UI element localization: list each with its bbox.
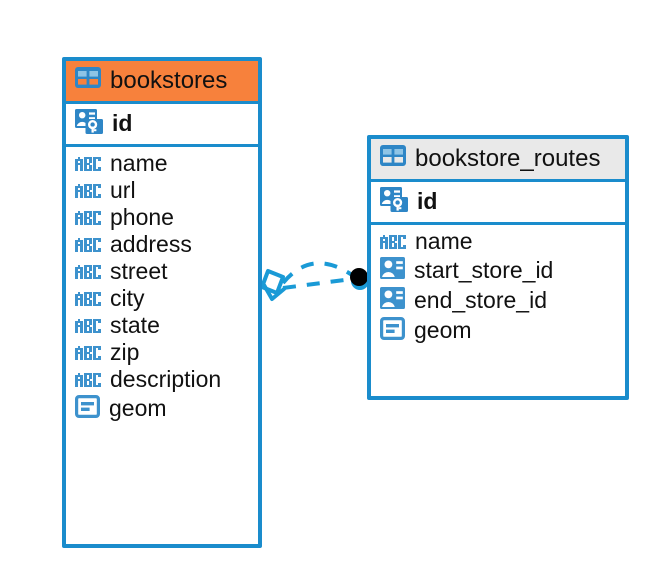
table-icon bbox=[75, 67, 101, 95]
field-label: address bbox=[110, 231, 192, 257]
text-type-icon bbox=[75, 209, 101, 227]
field-row-name[interactable]: name bbox=[371, 228, 625, 255]
field-row-primary-key[interactable]: id bbox=[371, 182, 625, 222]
field-label: name bbox=[110, 150, 168, 176]
field-row-description[interactable]: description bbox=[66, 366, 258, 393]
field-label: geom bbox=[109, 395, 167, 421]
geometry-type-icon bbox=[75, 395, 100, 422]
text-type-icon bbox=[75, 236, 101, 254]
primary-key-icon bbox=[75, 109, 103, 138]
field-label: end_store_id bbox=[414, 286, 547, 313]
field-row-geom[interactable]: geom bbox=[371, 315, 625, 346]
primary-key-icon bbox=[380, 187, 408, 216]
field-row-url[interactable]: url bbox=[66, 177, 258, 204]
text-type-icon bbox=[75, 371, 101, 389]
primary-key-divider bbox=[66, 144, 258, 147]
entity-header-bookstore-routes[interactable]: bookstore_routes bbox=[371, 139, 625, 179]
field-row-name[interactable]: name bbox=[66, 150, 258, 177]
field-label: name bbox=[415, 228, 473, 254]
entity-bookstore-routes[interactable]: bookstore_routes id bbox=[367, 135, 629, 400]
field-row-end-store-id[interactable]: end_store_id bbox=[371, 285, 625, 315]
entity-bookstores[interactable]: bookstores id bbox=[62, 57, 262, 548]
field-row-start-store-id[interactable]: start_store_id bbox=[371, 255, 625, 285]
field-label: geom bbox=[414, 317, 472, 343]
text-type-icon bbox=[75, 182, 101, 200]
text-type-icon bbox=[75, 263, 101, 281]
field-row-address[interactable]: address bbox=[66, 231, 258, 258]
text-type-icon bbox=[75, 344, 101, 362]
field-label: description bbox=[110, 366, 222, 392]
field-row-city[interactable]: city bbox=[66, 285, 258, 312]
crows-foot-diamond-icon bbox=[260, 269, 286, 301]
field-row-phone[interactable]: phone bbox=[66, 204, 258, 231]
entity-fields-bookstores: name url bbox=[66, 147, 258, 428]
header-divider bbox=[371, 179, 625, 182]
primary-key-divider bbox=[371, 222, 625, 225]
field-row-primary-key[interactable]: id bbox=[66, 104, 258, 144]
field-label: phone bbox=[110, 204, 174, 230]
field-label: start_store_id bbox=[414, 256, 554, 283]
field-label: url bbox=[110, 177, 136, 203]
text-type-icon bbox=[75, 290, 101, 308]
field-row-state[interactable]: state bbox=[66, 312, 258, 339]
entity-header-bookstores[interactable]: bookstores bbox=[66, 61, 258, 101]
geometry-type-icon bbox=[380, 317, 405, 344]
field-label: street bbox=[110, 258, 168, 284]
text-type-icon bbox=[75, 317, 101, 335]
entity-name-bookstores: bookstores bbox=[110, 67, 228, 94]
relationship-line-upper bbox=[281, 261, 354, 285]
field-row-zip[interactable]: zip bbox=[66, 339, 258, 366]
field-label: zip bbox=[110, 339, 140, 365]
field-label: state bbox=[110, 312, 160, 338]
foreign-key-icon bbox=[380, 287, 405, 313]
field-name-id: id bbox=[417, 188, 438, 214]
field-label: city bbox=[110, 285, 145, 311]
entity-fields-bookstore-routes: name start_store_id bbox=[371, 225, 625, 350]
relationship-line-lower bbox=[282, 277, 353, 290]
field-row-street[interactable]: street bbox=[66, 258, 258, 285]
entity-name-bookstore-routes: bookstore_routes bbox=[415, 145, 601, 172]
field-row-geom[interactable]: geom bbox=[66, 393, 258, 424]
text-type-icon bbox=[75, 155, 101, 173]
text-type-icon bbox=[380, 233, 406, 251]
field-name-id: id bbox=[112, 110, 133, 136]
table-icon bbox=[380, 145, 406, 173]
header-divider bbox=[66, 101, 258, 104]
foreign-key-icon bbox=[380, 257, 405, 283]
